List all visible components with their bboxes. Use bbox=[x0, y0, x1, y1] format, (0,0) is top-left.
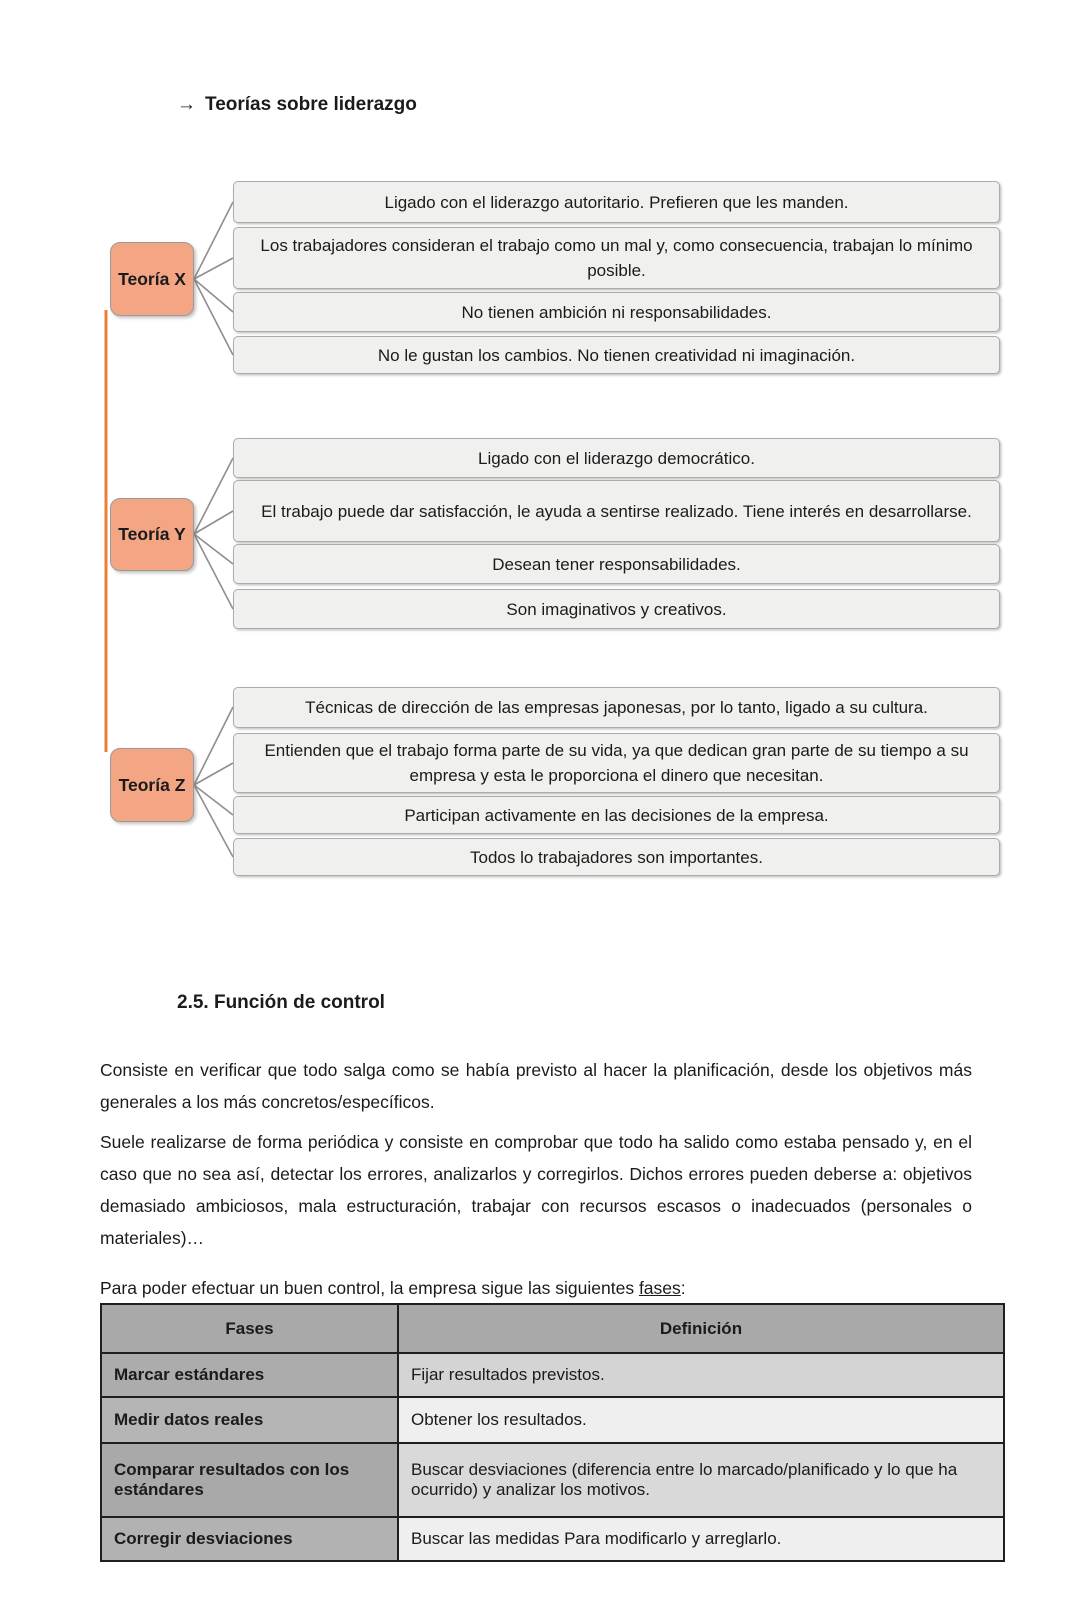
definicion-cell: Buscar desviaciones (diferencia entre lo… bbox=[397, 1442, 1005, 1518]
theory-y-item-2: El trabajo puede dar satisfacción, le ay… bbox=[233, 480, 1000, 542]
page-title-text: Teorías sobre liderazgo bbox=[205, 94, 417, 115]
table-row: Marcar estándares Fijar resultados previ… bbox=[100, 1352, 1005, 1398]
page-title: → Teorías sobre liderazgo bbox=[177, 94, 417, 116]
paragraph3-underlined-word: fases bbox=[638, 1277, 681, 1298]
fase-cell: Comparar resultados con los estándares bbox=[100, 1442, 399, 1518]
theory-x-item-1: Ligado con el liderazgo autoritario. Pre… bbox=[233, 181, 1000, 223]
fase-cell: Marcar estándares bbox=[100, 1352, 399, 1398]
theory-x-item-2: Los trabajadores consideran el trabajo c… bbox=[233, 227, 1000, 289]
theory-z-item-4: Todos lo trabajadores son importantes. bbox=[233, 838, 1000, 876]
definicion-cell: Fijar resultados previstos. bbox=[397, 1352, 1005, 1398]
fase-cell: Corregir desviaciones bbox=[100, 1516, 399, 1562]
table-header-row: Fases Definición bbox=[100, 1303, 1005, 1354]
header-definicion: Definición bbox=[397, 1303, 1005, 1354]
theory-y-item-4: Son imaginativos y creativos. bbox=[233, 589, 1000, 629]
paragraph3-suffix: : bbox=[680, 1277, 686, 1298]
paragraph-control-3: Para poder efectuar un buen control, la … bbox=[100, 1272, 972, 1304]
theory-z-item-3: Participan activamente en las decisiones… bbox=[233, 796, 1000, 834]
table-row: Comparar resultados con los estándares B… bbox=[100, 1442, 1005, 1518]
theory-y-item-3: Desean tener responsabilidades. bbox=[233, 544, 1000, 584]
table-row: Medir datos reales Obtener los resultado… bbox=[100, 1396, 1005, 1444]
theory-y-label: Teoría Y bbox=[110, 498, 194, 571]
paragraph-control-1: Consiste en verificar que todo salga com… bbox=[100, 1059, 972, 1112]
table-row: Corregir desviaciones Buscar las medidas… bbox=[100, 1516, 1005, 1562]
section-heading: 2.5. Función de control bbox=[177, 992, 385, 1013]
arrow-bullet-icon: → bbox=[177, 94, 196, 115]
fase-cell: Medir datos reales bbox=[100, 1396, 399, 1444]
theory-z-item-1: Técnicas de dirección de las empresas ja… bbox=[233, 687, 1000, 728]
definicion-cell: Obtener los resultados. bbox=[397, 1396, 1005, 1444]
fases-table: Fases Definición Marcar estándares Fijar… bbox=[100, 1303, 1005, 1562]
theory-z-label: Teoría Z bbox=[110, 748, 194, 822]
theory-x-item-4: No le gustan los cambios. No tienen crea… bbox=[233, 336, 1000, 374]
theory-x-item-3: No tienen ambición ni responsabilidades. bbox=[233, 292, 1000, 332]
header-fases: Fases bbox=[100, 1303, 399, 1354]
theory-x-label: Teoría X bbox=[110, 242, 194, 316]
theory-y-item-1: Ligado con el liderazgo democrático. bbox=[233, 438, 1000, 478]
paragraph3-prefix: Para poder efectuar un buen control, la … bbox=[100, 1277, 639, 1298]
theory-z-item-2: Entienden que el trabajo forma parte de … bbox=[233, 733, 1000, 793]
paragraph-control-2: Suele realizarse de forma periódica y co… bbox=[100, 1131, 972, 1248]
definicion-cell: Buscar las medidas Para modificarlo y ar… bbox=[397, 1516, 1005, 1562]
